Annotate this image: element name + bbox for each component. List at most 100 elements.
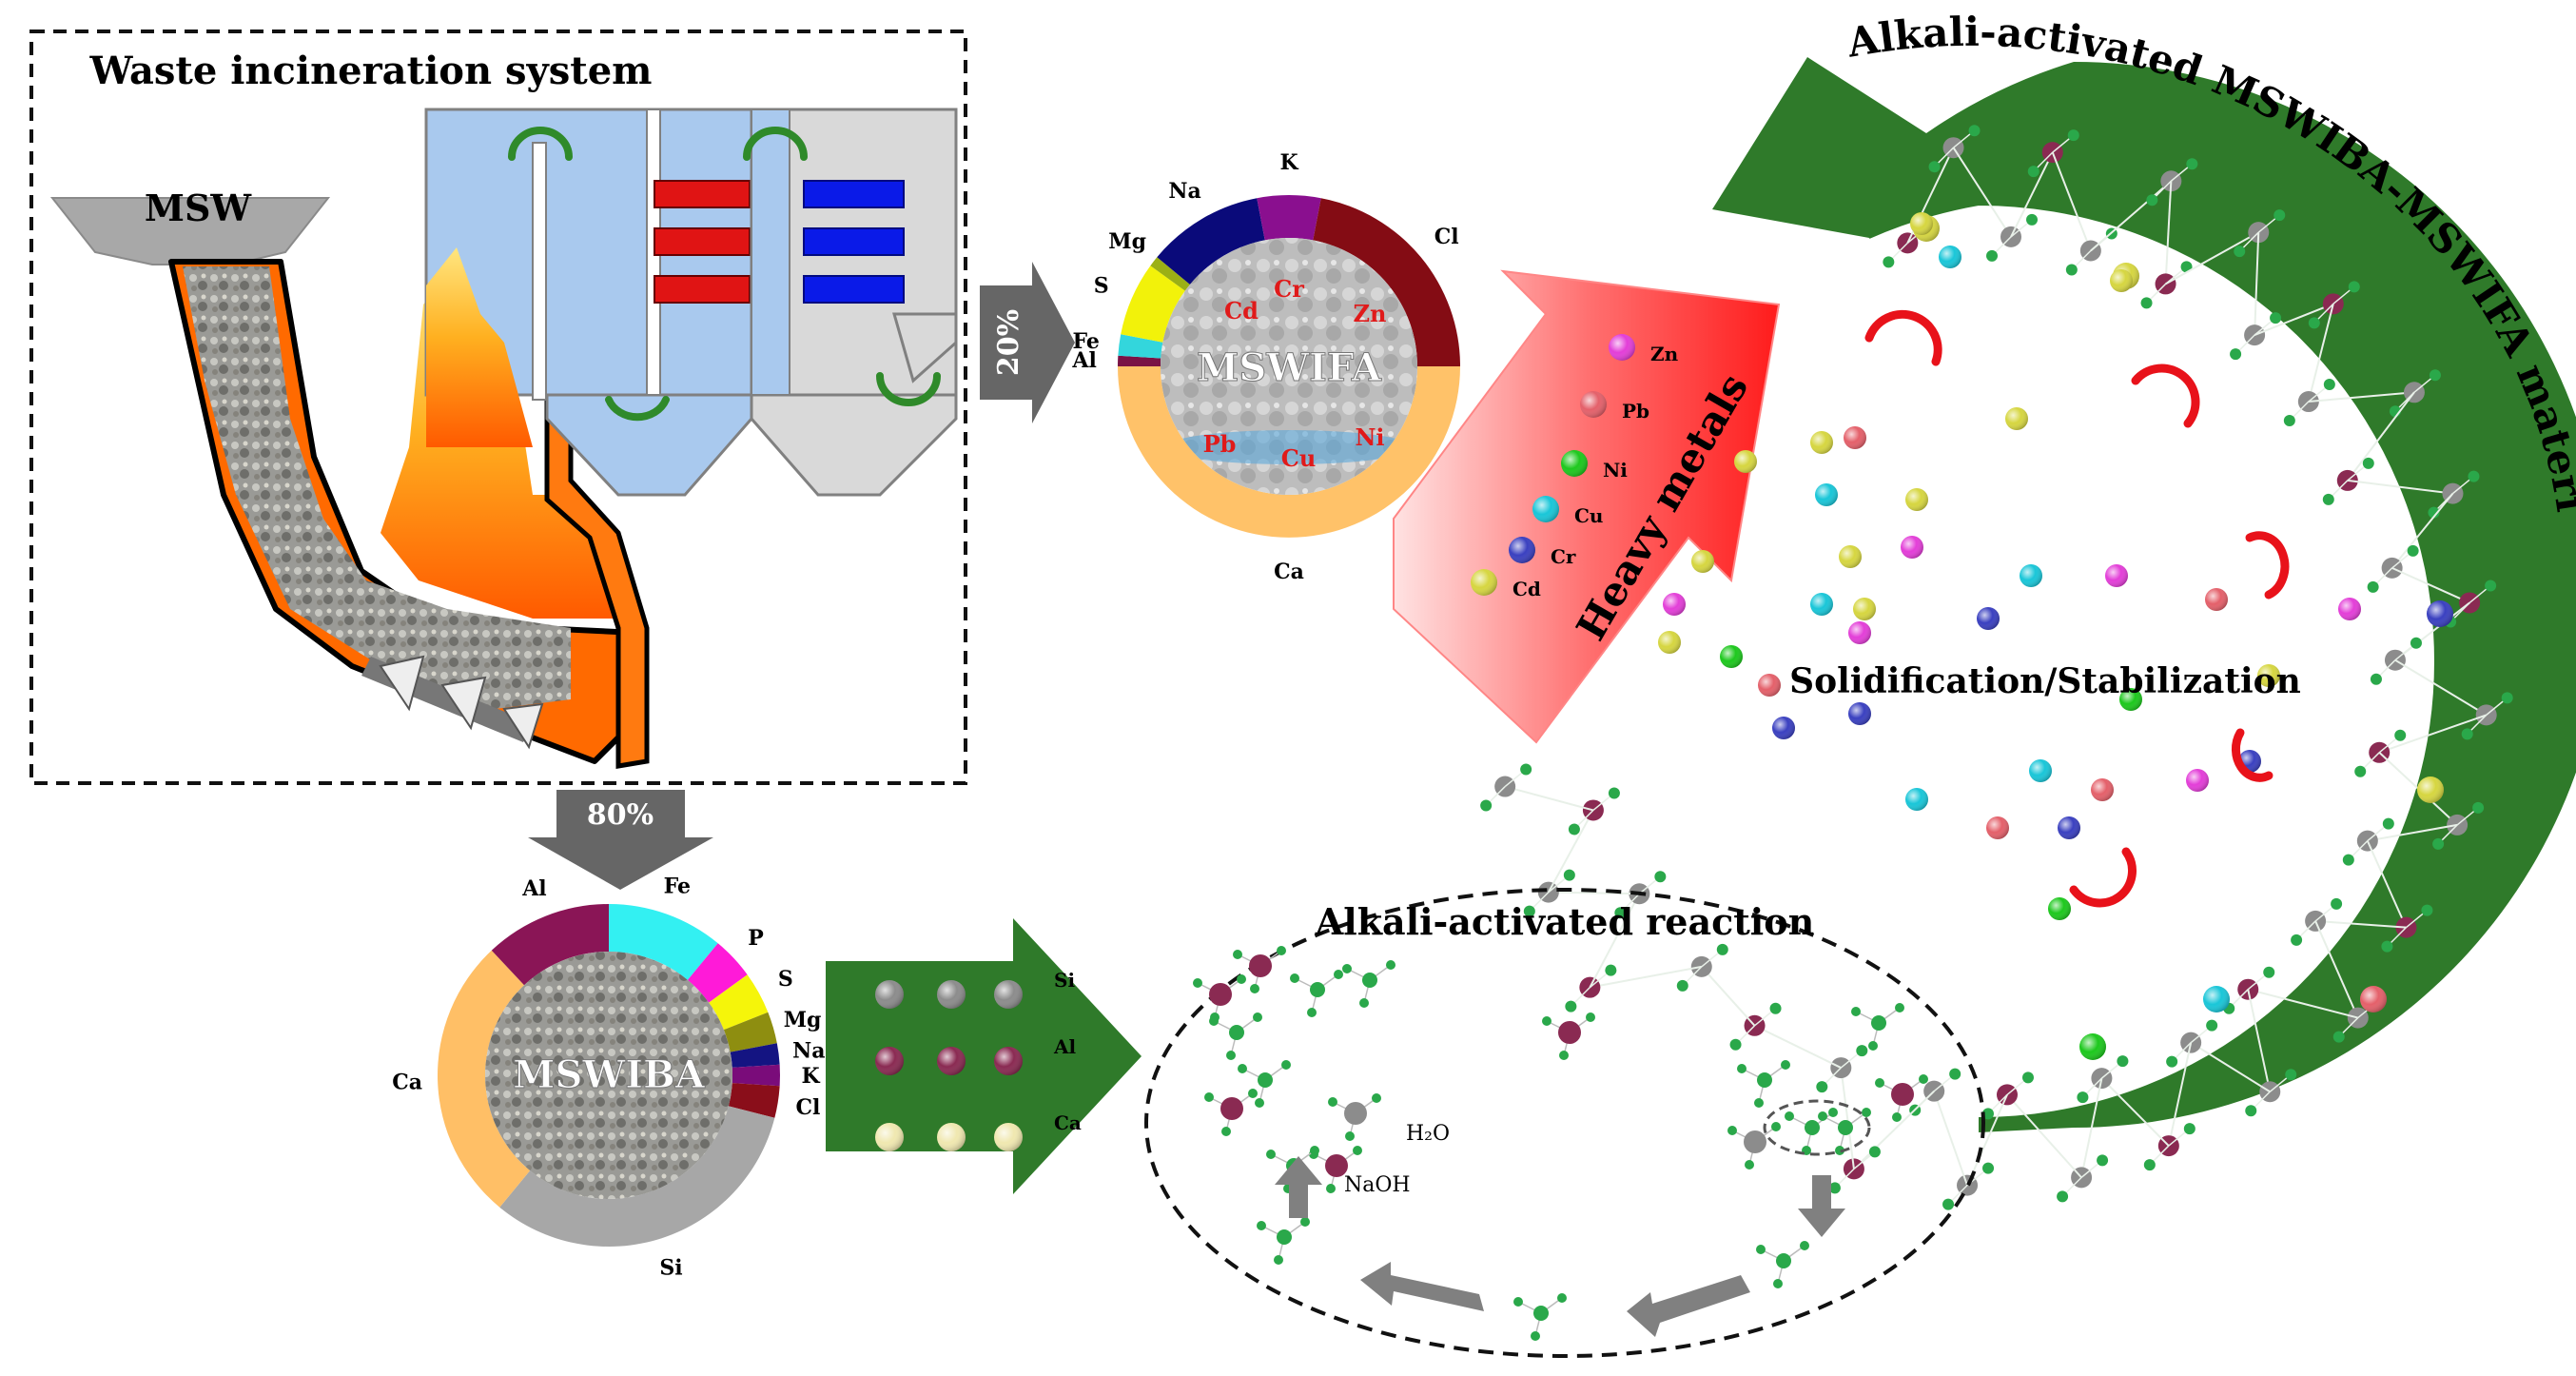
oxygen-node <box>1559 1051 1569 1060</box>
fly-ash-segment-cl <box>1313 198 1460 366</box>
oxygen-node <box>1716 943 1728 955</box>
oxygen-node <box>1238 1064 1247 1073</box>
ion-ball-shade <box>1734 450 1757 473</box>
oxygen-node <box>1981 1108 1994 1120</box>
oxygen-node <box>1221 1127 1231 1136</box>
ion-ball-shade <box>1663 593 1686 616</box>
bond-line <box>2394 659 2488 717</box>
ion-ball-shade <box>2029 759 2052 782</box>
ion-ball-shade <box>2058 816 2080 839</box>
reaction-atom <box>1209 983 1232 1006</box>
ion-ball-shade <box>1901 536 1923 559</box>
fly-ash-label-fe: Fe <box>1072 329 1099 354</box>
oxygen-node <box>1968 125 1981 137</box>
reaction-atom <box>1871 1015 1886 1031</box>
oxygen-node <box>2274 209 2286 222</box>
fly-ash-metal-ni: Ni <box>1355 423 1384 451</box>
bond-line <box>1853 1090 1935 1170</box>
bottom-ash-label-na: Na <box>792 1038 825 1063</box>
bond-line <box>2010 151 2054 238</box>
bond-line <box>2308 391 2415 403</box>
oxygen-node <box>2322 493 2334 505</box>
oxygen-node <box>2026 213 2039 226</box>
oxygen-node <box>1266 1150 1276 1159</box>
reaction-atom <box>1277 1229 1292 1245</box>
fly-ash-label-mg: Mg <box>1108 229 1146 254</box>
bond-line <box>1547 809 1594 894</box>
oxygen-node <box>2370 673 2382 685</box>
cycle-arrows <box>1275 1156 1845 1337</box>
ion-ball-shade <box>1910 212 1933 235</box>
oxygen-node <box>2468 470 2480 482</box>
oxygen-node <box>1928 161 1941 173</box>
grate <box>361 655 544 750</box>
fly-ash-center-label: MSWIFA <box>1197 345 1382 390</box>
oxygen-node <box>2166 1055 2178 1068</box>
ion-ball-shade <box>2119 688 2142 711</box>
bond-line <box>2314 920 2359 1018</box>
heavy-metal-ball-shade <box>1561 450 1588 477</box>
oxygen-node <box>1386 960 1395 970</box>
oxygen-node <box>1290 973 1299 983</box>
bottom-ash-center-label: MSWIBA <box>513 1052 706 1097</box>
bond-line <box>2307 304 2334 403</box>
bond-line <box>2051 151 2092 251</box>
oxygen-node <box>2428 506 2440 519</box>
oxygen-node <box>2421 904 2433 916</box>
flow-arrow-icons <box>508 127 941 422</box>
bond-line <box>1548 891 1640 895</box>
reaction-atom <box>1558 1021 1581 1044</box>
precursor-ball-shade <box>937 1047 966 1075</box>
fly-ash-metal-cu: Cu <box>1281 444 1317 472</box>
oxygen-node <box>2348 281 2360 293</box>
oxygen-node <box>1756 1245 1766 1254</box>
oxygen-node <box>2429 369 2441 382</box>
reaction-atom <box>1744 1130 1766 1153</box>
oxygen-node <box>1862 1108 1871 1117</box>
oxygen-node <box>2394 729 2407 741</box>
oxygen-node <box>1568 823 1580 835</box>
ion-ball-shade <box>1848 621 1871 644</box>
ion-ball-shade <box>1815 483 1838 506</box>
bond-line <box>2247 989 2272 1092</box>
oxygen-node <box>1193 978 1202 988</box>
reaction-atom <box>1805 1120 1820 1135</box>
fly-ash-metal-zn: Zn <box>1354 300 1387 327</box>
oxygen-node <box>1729 1038 1742 1051</box>
superheater-tubes <box>654 180 751 304</box>
reaction-atom <box>1249 954 1272 977</box>
oxygen-node <box>2381 940 2393 953</box>
ion-ball-shade <box>1905 488 1928 511</box>
bottom-ash-photo <box>485 952 732 1199</box>
oxygen-node <box>1334 970 1343 979</box>
oxygen-node <box>2461 728 2473 740</box>
precursor-label: Ca <box>1054 1111 1082 1134</box>
bottom-ash-label-ca: Ca <box>392 1071 422 1095</box>
bottom-ash-label-p: P <box>748 926 764 951</box>
fly-ash-segment-k <box>1257 195 1321 241</box>
embedded-ion-shade <box>2417 776 2444 803</box>
feed-label: MSW <box>145 187 253 229</box>
flame-tongue <box>426 247 533 447</box>
bond-line <box>2391 566 2470 604</box>
bond-line <box>2165 231 2259 285</box>
oxygen-node <box>2501 692 2513 704</box>
oxygen-node <box>1892 1112 1902 1122</box>
oxygen-node <box>1851 1007 1861 1016</box>
precursor-ball-shade <box>994 980 1023 1009</box>
fly-ash-share: 20% <box>992 309 1025 376</box>
oxygen-node <box>1875 1078 1884 1088</box>
bond-line <box>2366 840 2408 929</box>
bottom-ash-segment-cl <box>728 1083 780 1118</box>
fly-ash-label-s: S <box>1094 274 1109 299</box>
precursor-ball-shade <box>937 980 966 1009</box>
oxygen-node <box>1868 1041 1878 1051</box>
bond-line <box>1754 1024 1842 1069</box>
heavy-metal-ball-shade <box>1532 496 1559 522</box>
bond-line <box>2006 1093 2082 1179</box>
precursor-label: Si <box>1054 969 1075 992</box>
oxygen-node <box>1513 1297 1523 1307</box>
